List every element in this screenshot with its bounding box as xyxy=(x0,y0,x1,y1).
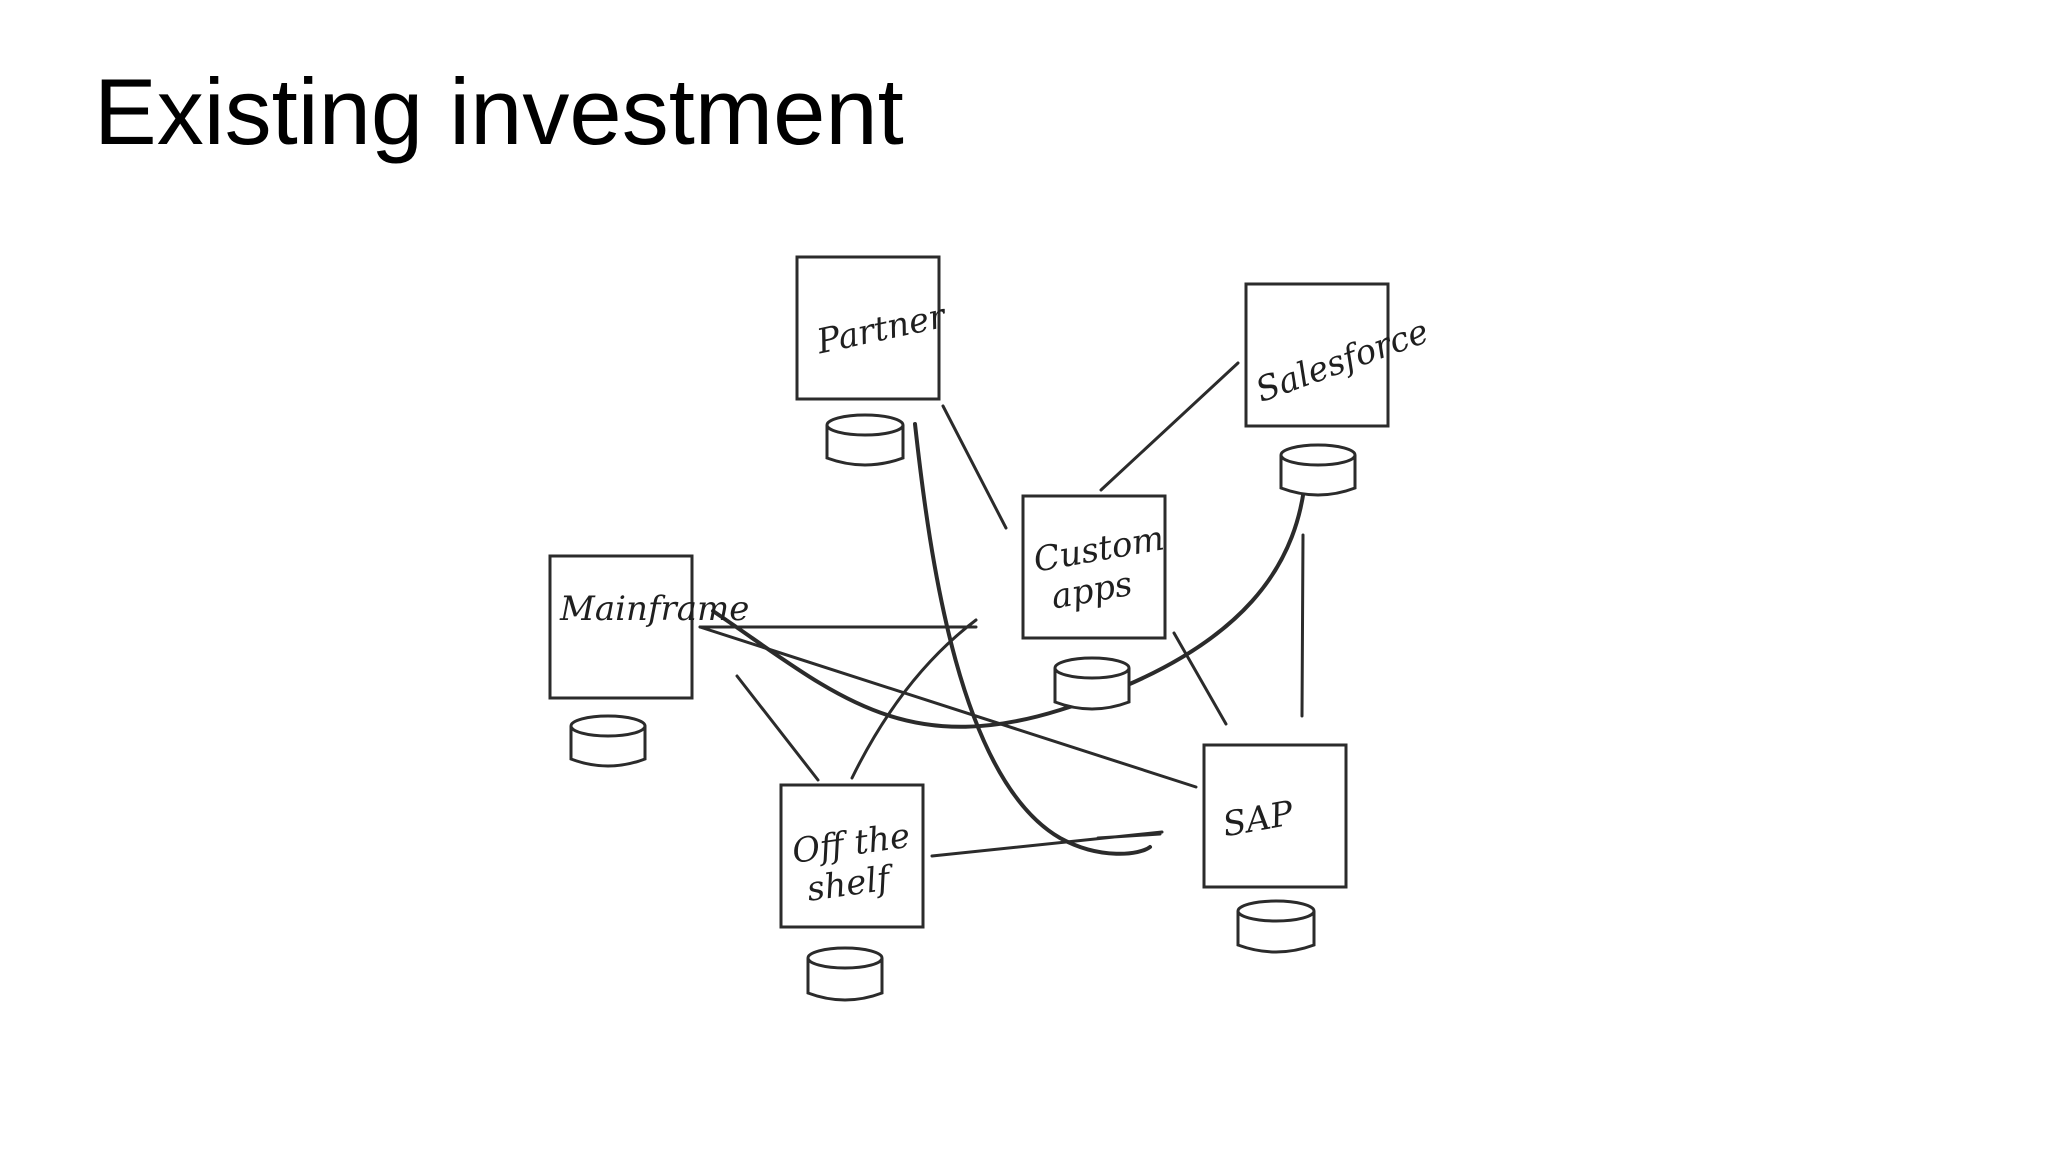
database-icon xyxy=(1279,443,1357,497)
connector-mainframe-offshelf xyxy=(735,674,820,782)
connector-partner-custom xyxy=(941,404,1008,530)
node-custom-apps: Custom apps xyxy=(1021,494,1167,640)
node-salesforce: Salesforce xyxy=(1244,282,1434,428)
database-icon xyxy=(1236,899,1316,954)
database-icon xyxy=(1053,656,1131,711)
database-icon xyxy=(825,413,905,467)
database-cylinders xyxy=(569,413,1357,1002)
node-label: Mainframe xyxy=(559,589,749,629)
connector-mainframe-sap xyxy=(698,625,1198,789)
connector-offshelf-sap xyxy=(930,830,1164,858)
connector-custom-sap xyxy=(1172,631,1228,726)
node-mainframe: Mainframe xyxy=(548,554,749,700)
connections xyxy=(698,361,1308,858)
slide-title: Existing investment xyxy=(94,59,904,164)
database-icon xyxy=(569,714,647,768)
connector-salesforce-sap xyxy=(1300,533,1305,718)
node-off-the-shelf: Off the shelf xyxy=(779,783,925,929)
connector-partner-sap-curve xyxy=(913,422,1152,856)
connector-mainframe-salesforce-curve xyxy=(711,468,1308,729)
connector-offshelf-custom xyxy=(850,618,978,780)
node-sap: SAP xyxy=(1202,743,1348,889)
connector-salesforce-custom xyxy=(1099,361,1240,492)
node-partner: Partner xyxy=(795,255,950,401)
database-icon xyxy=(806,946,884,1002)
